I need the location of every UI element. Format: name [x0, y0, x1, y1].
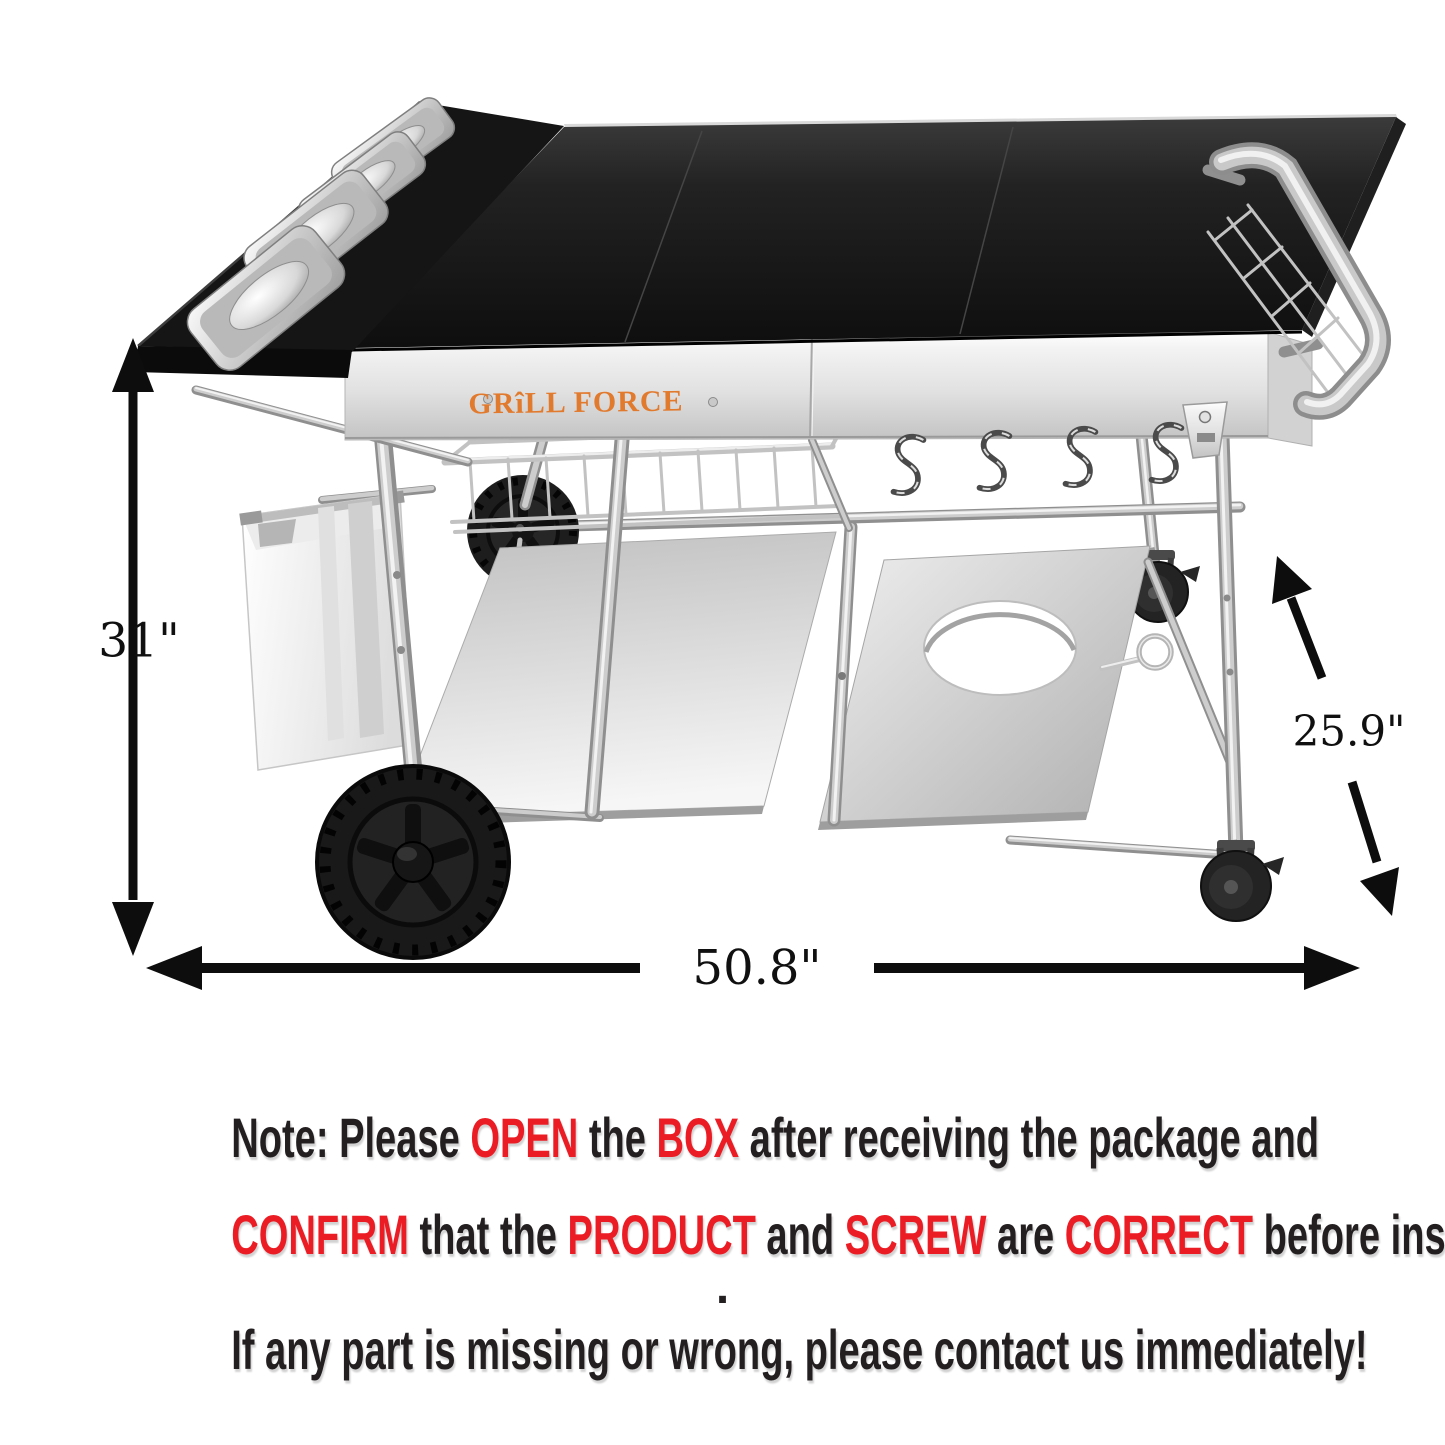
side-handle	[1202, 142, 1391, 420]
note-text-segment: after receiving the package and	[739, 1106, 1319, 1169]
handle-rack	[1206, 203, 1372, 400]
note-line-3: If any part is missing or wrong, please …	[231, 1318, 1367, 1382]
front-right-leg	[1214, 428, 1244, 860]
brand-logo-text: GRîLL FORCE	[468, 384, 684, 420]
note-text-segment: CORRECT	[1064, 1203, 1254, 1266]
center-fold-tube	[827, 520, 858, 827]
note-separator: .	[715, 1261, 730, 1314]
note-text-segment: that the	[408, 1203, 568, 1266]
note-line-2: CONFIRM that the PRODUCT and SCREW are C…	[231, 1203, 1445, 1267]
condiment-trays	[186, 97, 456, 371]
depth-dimension-label: 25.9"	[1292, 706, 1406, 756]
rear-caster-wheel	[1127, 547, 1200, 623]
width-dimension-arrow	[146, 946, 1360, 990]
note-text-segment: and	[755, 1203, 845, 1266]
note-text-segment: PRODUCT	[567, 1203, 756, 1266]
ring-pin	[1099, 633, 1174, 671]
shelf-support-bar	[191, 385, 473, 467]
note-text-segment: Note: Please	[231, 1106, 471, 1169]
tabletop	[351, 114, 1406, 352]
width-dimension-label: 50.8"	[692, 940, 822, 996]
lower-shelf-right-panel	[818, 545, 1151, 830]
note-text-segment: CONFIRM	[231, 1203, 409, 1266]
shelf-cutout-hole	[923, 600, 1077, 696]
note-line-1: Note: Please OPEN the BOX after receivin…	[231, 1106, 1319, 1170]
side-bucket	[239, 490, 415, 771]
s-hook-icon	[894, 437, 924, 493]
note-text-segment: SCREW	[844, 1203, 987, 1266]
note-text-segment: before installation	[1263, 1203, 1445, 1266]
middle-leg	[584, 432, 630, 820]
note-text-segment: BOX	[656, 1106, 740, 1169]
rivet	[483, 394, 493, 404]
note-text-segment: If any part is missing or wrong, please …	[231, 1318, 1368, 1381]
bottom-right-bar	[1005, 835, 1247, 861]
rivet	[708, 397, 718, 407]
note-text-segment: are	[986, 1203, 1065, 1266]
rear-right-leg	[1135, 424, 1160, 566]
bucket-rail	[318, 485, 436, 504]
depth-dimension-arrow	[1272, 556, 1399, 916]
front-caster-wheel	[1200, 839, 1284, 922]
height-dimension-arrow	[112, 338, 154, 956]
front-wheel	[315, 764, 511, 960]
note-text-segment: OPEN	[470, 1106, 579, 1169]
front-apron: GRîLL FORCE	[344, 331, 1313, 447]
bottle-opener	[1182, 401, 1228, 459]
right-diagonal-brace	[1143, 557, 1235, 767]
height-dimension-label: 31"	[98, 613, 180, 669]
rear-left-leg	[519, 426, 551, 511]
s-hook-icon	[980, 433, 1010, 489]
center-brace	[808, 436, 853, 532]
condiment-tray	[186, 225, 346, 371]
note-text-segment: the	[578, 1106, 657, 1169]
